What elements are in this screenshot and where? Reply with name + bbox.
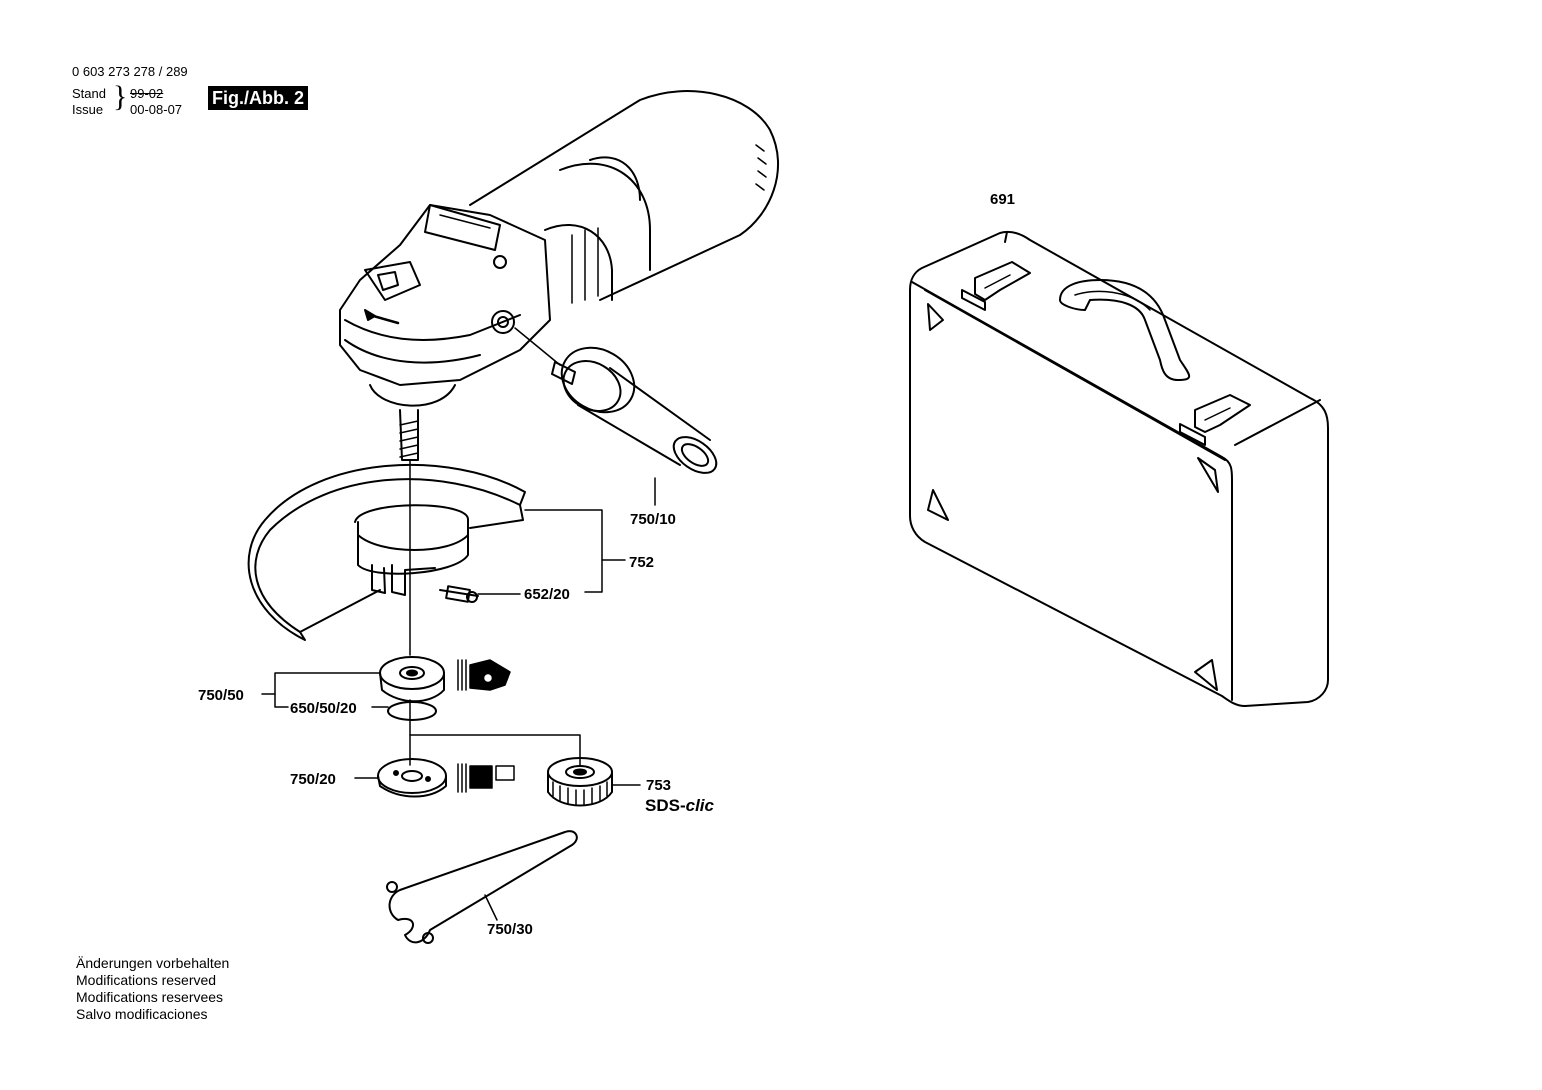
issue-label: Issue [72,102,104,117]
label-guard: 752 [629,554,654,571]
quick-nut-drawing [547,757,613,807]
modification-notes: Änderungen vorbehalten Modifications res… [76,955,229,1023]
aux-handle-drawing [514,327,718,506]
note-en: Modifications reserved [76,972,217,988]
carrying-case-drawing [909,230,1329,707]
label-clamp-screw: 652/20 [524,586,570,603]
label-flange: 750/50 [198,687,244,704]
stand-label: Stand [72,86,106,101]
note-de: Änderungen vorbehalten [76,955,230,971]
label-quick-nut: 753 [646,777,671,794]
flange-drawing [379,656,445,721]
label-aux-handle: 750/10 [630,511,676,528]
wheel-guard-drawing [247,463,526,641]
figure-tag: Fig./Abb. 2 [208,86,308,110]
mounting-flange-drawing [377,758,447,798]
label-o-ring: 650/50/20 [290,700,357,717]
label-quick-nut-system: SDS-clic [645,796,715,815]
sds-prefix: SDS- [645,796,686,815]
label-case: 691 [990,191,1015,208]
label-mounting-flange: 750/20 [290,771,336,788]
leader-lines [261,509,641,786]
spanner-drawing [386,830,578,944]
tighten-symbol-icon [457,659,511,691]
note-es: Salvo modificaciones [76,1006,208,1022]
brace-glyph: } [113,80,128,113]
document-number: 0 603 273 278 / 289 [72,64,188,79]
angle-grinder-drawing [339,90,779,461]
issue-value: 00-08-07 [130,102,183,117]
stand-value: 99-02 [130,86,164,101]
flange-symbol-icon [457,763,515,793]
label-spanner: 750/30 [487,921,533,938]
note-fr: Modifications reservees [76,989,224,1005]
clic-suffix: clic [686,796,715,815]
